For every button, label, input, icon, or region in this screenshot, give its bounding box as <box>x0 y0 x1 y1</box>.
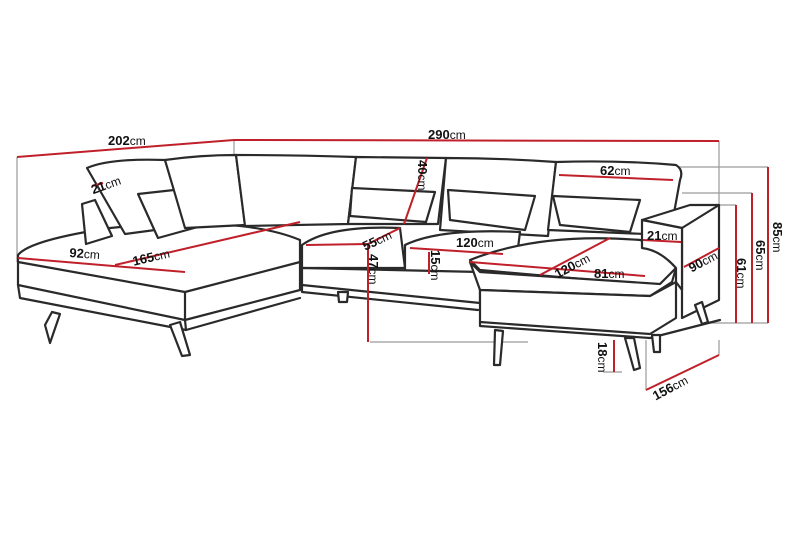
left-chaise <box>16 153 334 358</box>
dim-label-85: 85cm <box>770 222 785 253</box>
dim-label-21-armrest: 21cm <box>647 228 678 243</box>
dim-label-18: 18cm <box>595 342 610 373</box>
dim-label-65: 65cm <box>753 240 768 271</box>
dim-label-290: 290cm <box>428 127 466 142</box>
dim-label-92: 92cm <box>68 245 101 263</box>
dim-label-81: 81cm <box>594 266 625 281</box>
dim-label-15: 15cm <box>428 250 443 281</box>
dim-label-62: 62cm <box>600 163 631 178</box>
dim-label-61: 61cm <box>734 258 749 289</box>
dim-label-47: 47cm <box>366 254 381 285</box>
middle-section <box>234 153 558 312</box>
dimension-lines <box>16 139 769 391</box>
dim-label-202: 202cm <box>108 133 146 148</box>
dim-label-40: 40cm <box>415 160 430 191</box>
dim-label-120-middle: 120cm <box>456 235 494 250</box>
